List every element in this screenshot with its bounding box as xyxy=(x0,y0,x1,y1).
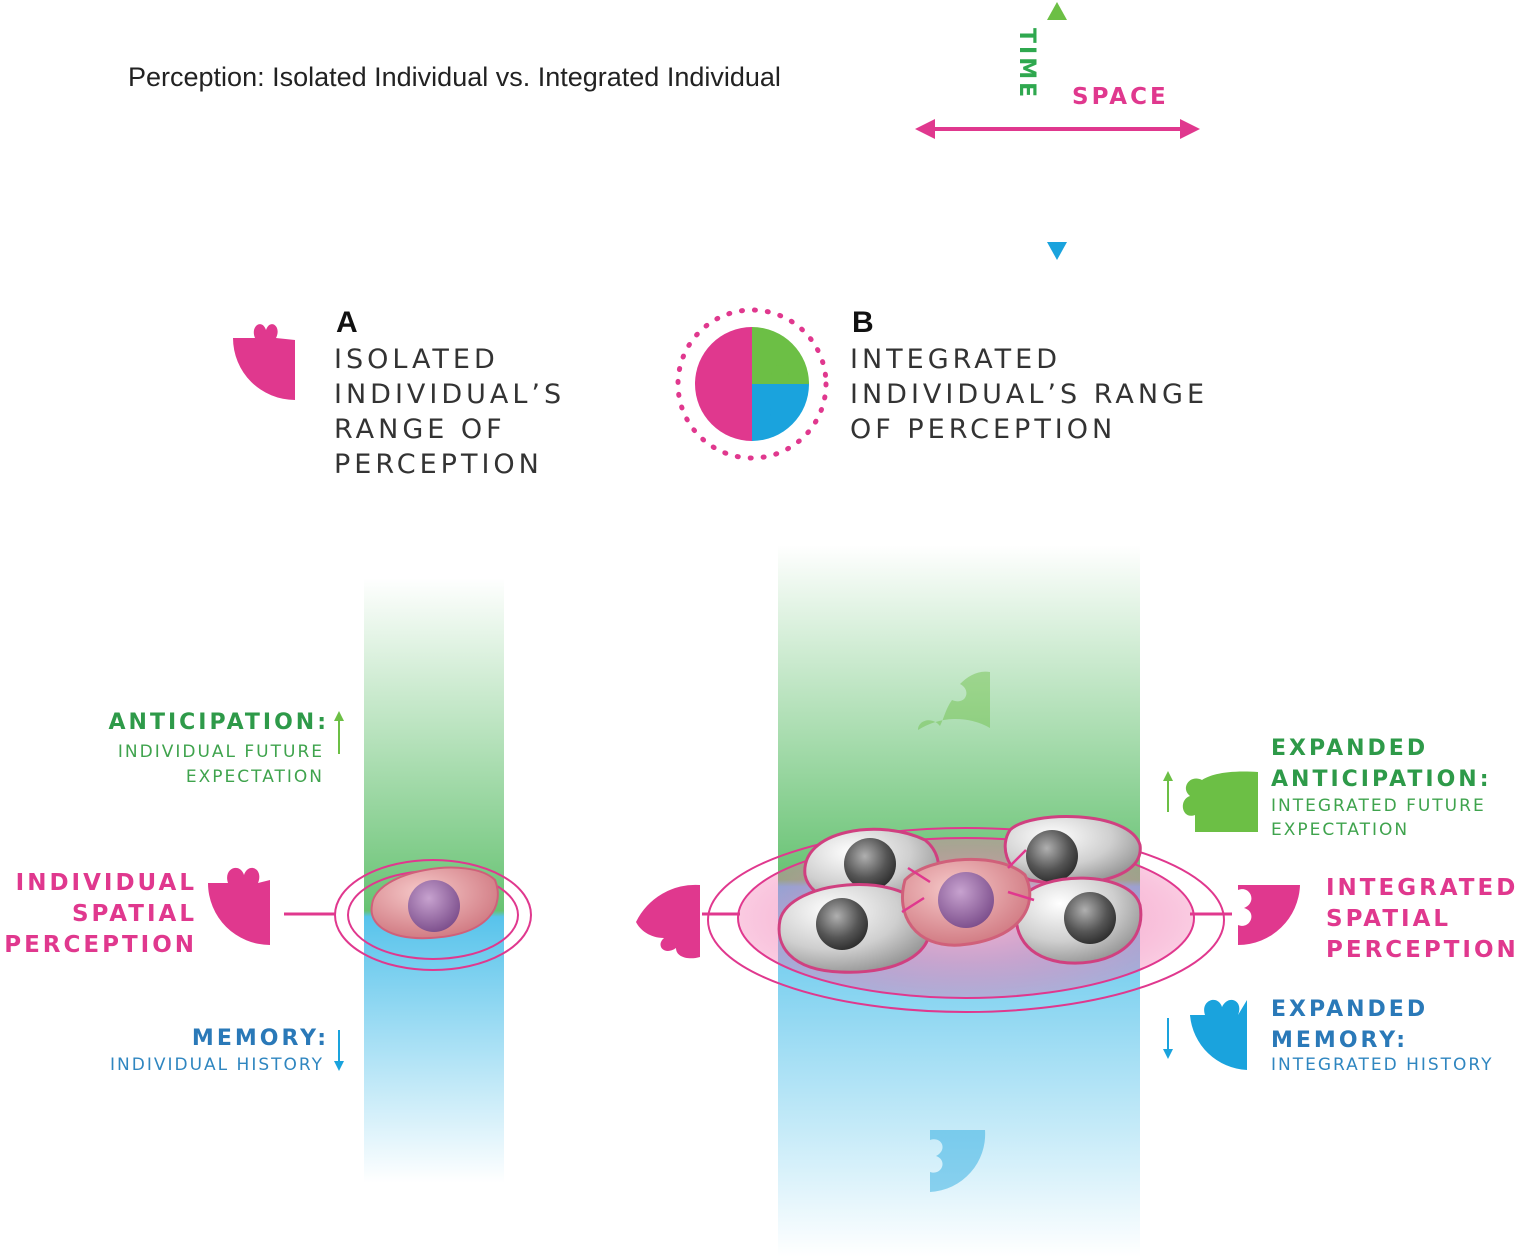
expanded-anticipation-subtitle: INTEGRATED FUTURE EXPECTATION xyxy=(1271,796,1486,840)
axis-cross xyxy=(915,2,1200,260)
space-arrow-left-icon xyxy=(915,119,935,139)
panel-b-heading: INTEGRATED INDIVIDUAL’S RANGE OF PERCEPT… xyxy=(850,344,1209,445)
puzzle-piece-left-icon xyxy=(636,884,700,959)
page-title: Perception: Isolated Individual vs. Inte… xyxy=(128,62,781,92)
memory-subtitle: INDIVIDUAL HISTORY xyxy=(110,1055,324,1075)
time-label-wrap: TIME xyxy=(1013,28,1039,108)
individual-spatial-label: INDIVIDUAL SPATIAL PERCEPTION xyxy=(4,870,197,958)
puzzle-piece-spatial-a-icon xyxy=(208,867,270,945)
anticipation-title: ANTICIPATION: xyxy=(108,710,329,735)
time-label: TIME xyxy=(1014,28,1039,101)
integrated-spatial-label: INTEGRATED SPATIAL PERCEPTION xyxy=(1326,875,1519,963)
arrow-down-icon xyxy=(1163,1018,1173,1059)
puzzle-circle-icon xyxy=(675,307,829,461)
puzzle-piece-faded-green-icon xyxy=(918,671,990,730)
isolated-cell xyxy=(334,859,532,971)
space-arrow-right-icon xyxy=(1180,119,1200,139)
puzzle-piece-faded-blue-icon xyxy=(930,1130,986,1192)
arrow-down-icon xyxy=(334,1030,344,1071)
puzzle-piece-green-icon xyxy=(1182,771,1258,832)
time-arrow-down-icon xyxy=(1047,242,1067,260)
time-arrow-up-icon xyxy=(1047,2,1067,20)
memory-title: MEMORY: xyxy=(191,1026,329,1051)
panel-a-heading: ISOLATED INDIVIDUAL’S RANGE OF PERCEPTIO… xyxy=(334,344,566,480)
panel-a-letter: A xyxy=(336,306,358,339)
puzzle-piece-blue-icon xyxy=(1190,999,1247,1070)
panel-b-letter: B xyxy=(852,306,874,339)
expanded-anticipation-title: EXPANDED ANTICIPATION: xyxy=(1271,736,1492,792)
anticipation-subtitle: INDIVIDUAL FUTURE EXPECTATION xyxy=(117,742,324,787)
expanded-memory-subtitle: INTEGRATED HISTORY xyxy=(1271,1055,1494,1075)
arrow-up-icon xyxy=(1163,771,1173,812)
puzzle-piece-spatial-b-icon xyxy=(1238,885,1300,945)
space-label: SPACE xyxy=(1072,84,1169,110)
puzzle-piece-pink-icon xyxy=(233,324,295,400)
integrated-cell-cluster xyxy=(707,815,1225,1013)
arrow-up-icon xyxy=(334,711,344,754)
expanded-memory-title: EXPANDED MEMORY: xyxy=(1271,997,1429,1053)
interaction-arrows-icon xyxy=(901,849,1035,914)
